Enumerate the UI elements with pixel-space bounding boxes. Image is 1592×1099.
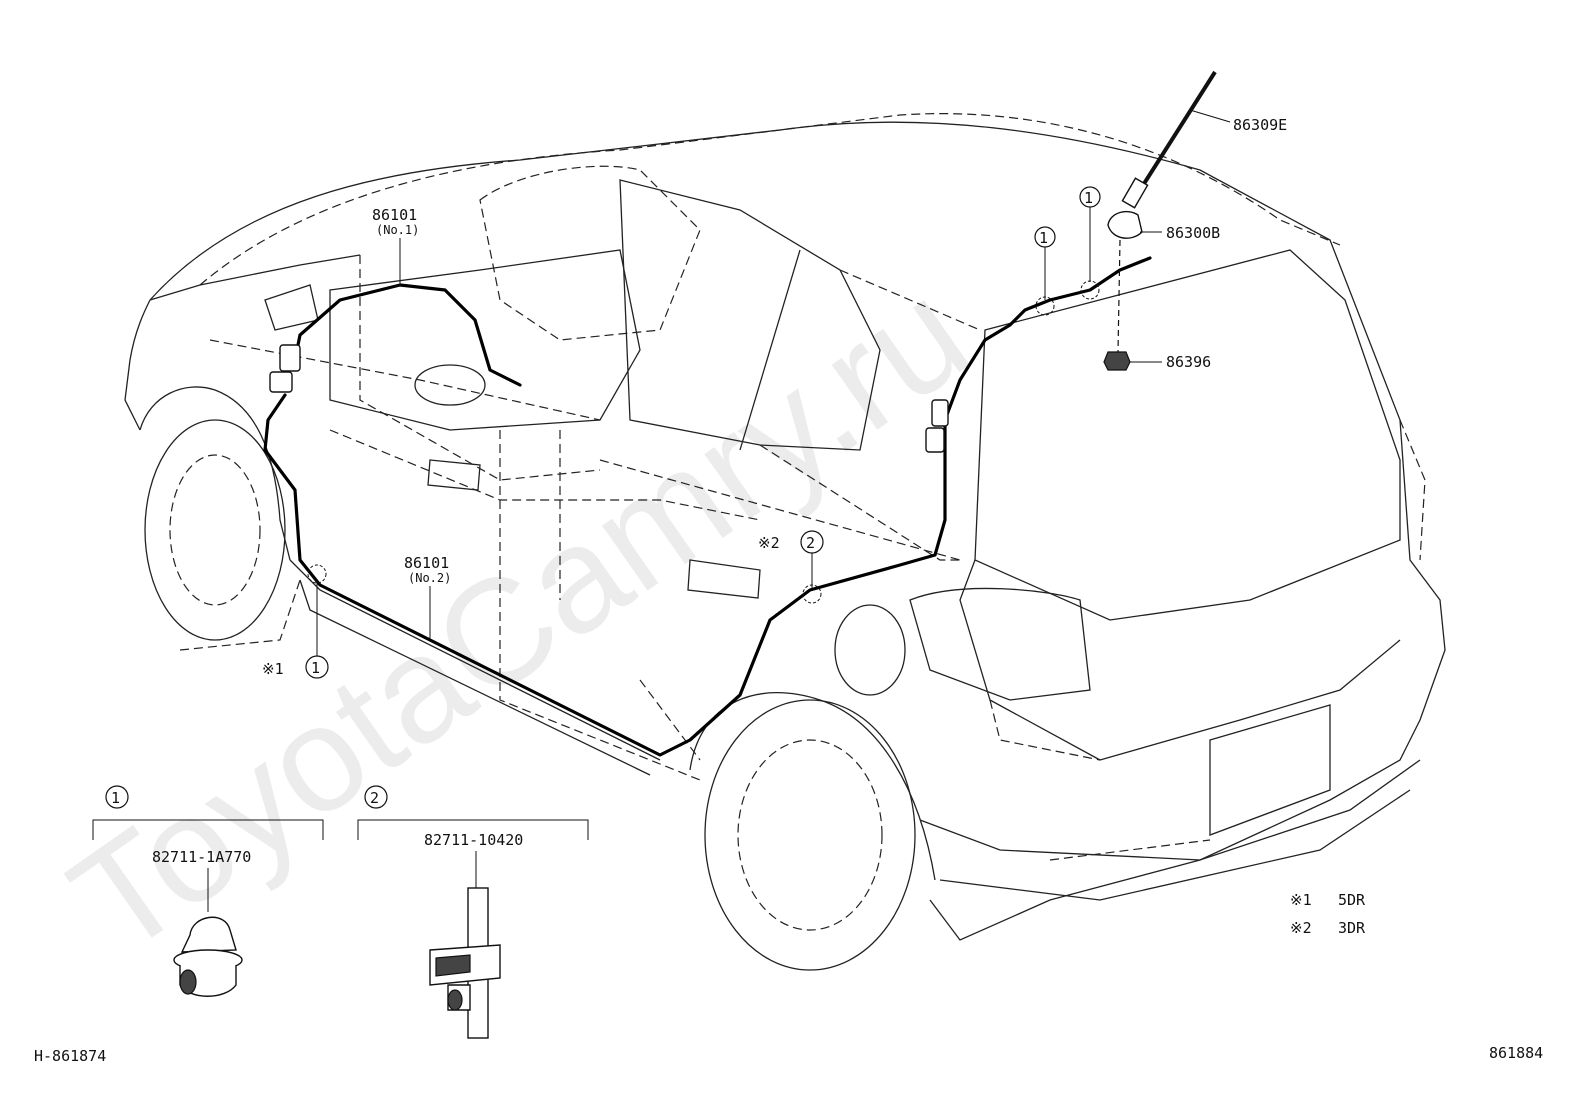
label-no1: (No.1): [376, 223, 419, 237]
note1-marker: ※1: [262, 660, 284, 678]
legend: ※1 5DR ※2 3DR: [1290, 891, 1366, 937]
label-86300B: 86300B: [1166, 224, 1220, 242]
legend-mark-1: ※1: [1290, 891, 1312, 909]
marker-1-roof-a: 1: [1039, 229, 1048, 247]
legend-text-1: 5DR: [1338, 891, 1366, 909]
watermark: ToyotaCamry.ru: [42, 248, 996, 986]
connector-front-2: [269, 371, 293, 393]
connector-rear: [931, 399, 949, 427]
detail-1-panel: 1 82711-1A770: [92, 785, 324, 997]
detail-2-ref: 2: [370, 789, 379, 807]
antenna-assembly: [1103, 70, 1217, 371]
clip-82711-10420-part: [429, 887, 501, 1039]
diagram-id-left: H-861874: [34, 1047, 106, 1065]
callouts: 86309E 86300B 86396 86101 (No.1) 86101 (…: [262, 109, 1287, 679]
label-no2: (No.2): [408, 571, 451, 585]
legend-mark-2: ※2: [1290, 919, 1312, 937]
antenna-base: [1107, 210, 1143, 239]
label-86396: 86396: [1166, 353, 1211, 371]
marker-1-roof-b: 1: [1084, 189, 1093, 207]
antenna-cable-routing: [263, 256, 1152, 757]
label-86101-no2: 86101: [404, 554, 449, 572]
marker-2-side: 2: [806, 534, 815, 552]
antenna-nut: [1103, 351, 1131, 371]
cable-no1: [293, 283, 522, 387]
detail-2-part: 82711-10420: [424, 831, 523, 849]
detail-1-ref: 1: [111, 789, 120, 807]
car-hidden-lines: [179, 113, 1426, 861]
label-86101-no1: 86101: [372, 206, 417, 224]
detail-1-part: 82711-1A770: [152, 848, 251, 866]
detail-2-panel: 2 82711-10420: [357, 785, 589, 1039]
diagram-id-right: 861884: [1489, 1044, 1543, 1062]
legend-text-2: 3DR: [1338, 919, 1366, 937]
label-86309E: 86309E: [1233, 116, 1287, 134]
clip-82711-1A770-part: [173, 916, 243, 997]
marker-1-front: 1: [311, 659, 320, 677]
connector-rear-2: [925, 427, 945, 453]
cable-no2: [263, 256, 1152, 757]
note2-marker: ※2: [758, 534, 780, 552]
antenna-rod: [1138, 70, 1217, 192]
connector-front: [279, 344, 301, 372]
car-body-outline: [124, 121, 1446, 971]
